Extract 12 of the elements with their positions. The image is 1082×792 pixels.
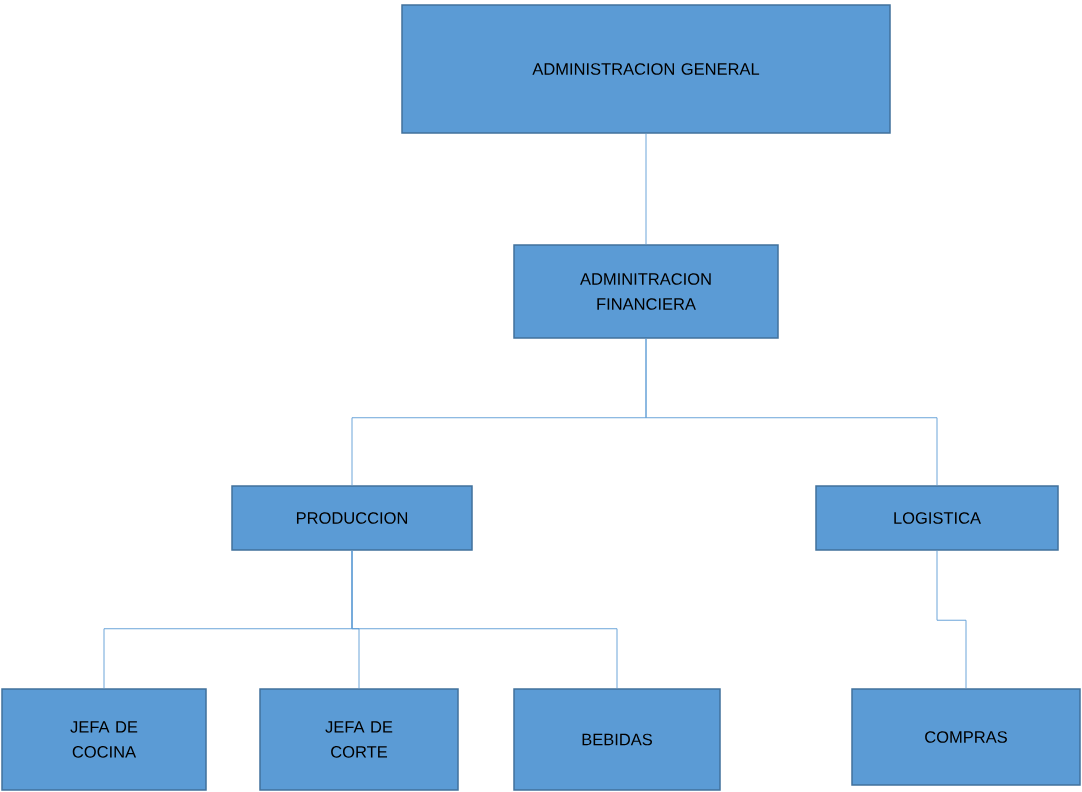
org-box: JEFA DE COCINA [1,688,207,791]
org-box: PRODUCCION [231,485,473,551]
org-box: ADMINISTRACION GENERAL [401,4,891,134]
org-box: JEFA DE CORTE [259,688,459,791]
connector-line [351,550,618,689]
org-box: BEBIDAS [513,688,721,791]
connector-line [936,550,967,689]
connector-line [645,133,647,245]
org-box: LOGISTICA [815,485,1059,551]
connector-line [645,338,938,486]
org-box: COMPRAS [851,688,1081,786]
org-box: ADMINITRACION FINANCIERA [513,244,779,339]
